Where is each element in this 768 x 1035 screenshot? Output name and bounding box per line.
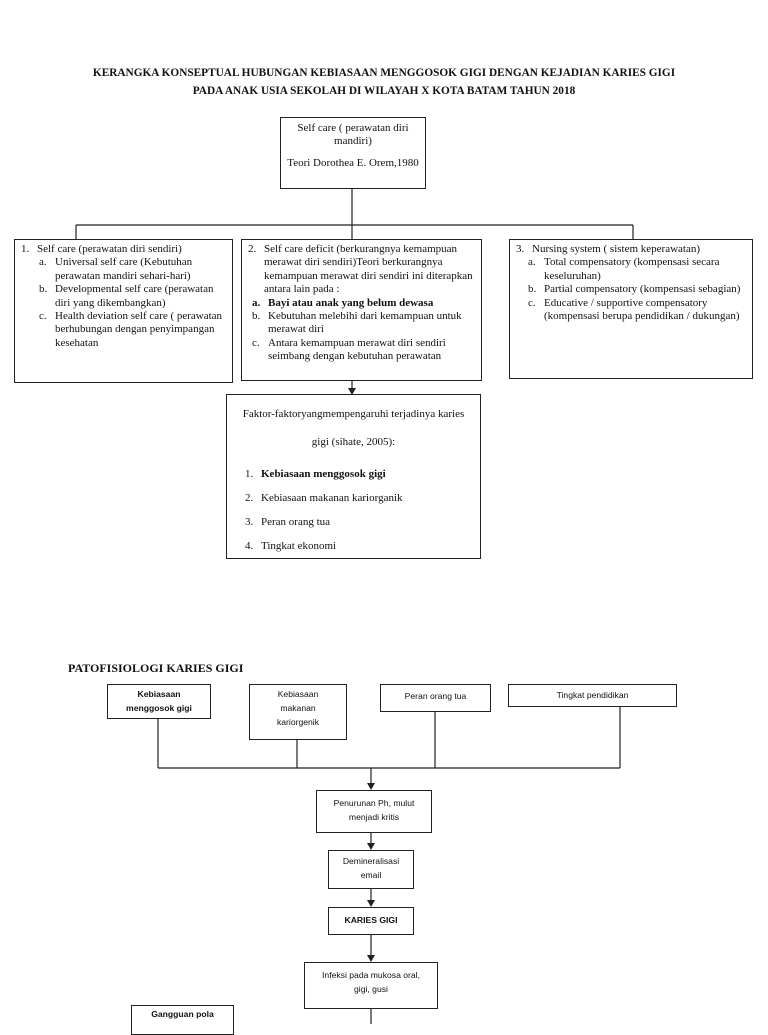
item-number: 1. bbox=[21, 243, 30, 255]
item-marker: b. bbox=[528, 283, 537, 296]
list-item: Health deviation self care ( perawatan b… bbox=[55, 310, 223, 349]
item-marker: 4. bbox=[245, 540, 254, 552]
item-marker: 1. bbox=[245, 468, 254, 480]
item-number: 2. bbox=[248, 243, 257, 255]
item-marker: a. bbox=[252, 296, 261, 309]
list-item: Peran orang tua bbox=[261, 516, 331, 528]
list-item: Universal self care (Kebutuhan perawatan… bbox=[55, 256, 193, 282]
node-peran-orang-tua: Peran orang tua bbox=[380, 684, 491, 712]
list-item: Antara kemampuan merawat diri sendiri se… bbox=[268, 336, 446, 363]
box-self-care: 1. Self care (perawatan diri sendiri) a. U… bbox=[14, 239, 233, 383]
list-item: Developmental self care (perawatan diri … bbox=[55, 283, 214, 309]
node-penurunan-ph: Penurunan Ph, mulut menjadi kritis bbox=[316, 790, 432, 833]
list-item: Kebiasaan makanan kariorganik bbox=[261, 492, 403, 504]
item-marker: a. bbox=[39, 256, 47, 269]
list-item: Total compensatory (kompensasi secara ke… bbox=[544, 256, 720, 282]
item-marker: 3. bbox=[245, 516, 254, 528]
list-item: Partial compensatory (kompensasi sebagia… bbox=[544, 283, 741, 296]
node-infeksi: Infeksi pada mukosa oral, gigi, gusi bbox=[304, 962, 438, 1009]
item-marker: c. bbox=[252, 336, 260, 349]
list-item: Educative / supportive compensatory (kom… bbox=[544, 296, 740, 323]
item-marker: b. bbox=[39, 283, 48, 296]
item-marker: b. bbox=[252, 310, 261, 323]
box-faktor-karies: Faktor-faktoryangmempengaruhi terjadinya… bbox=[226, 394, 481, 559]
list-item: Tingkat ekonomi bbox=[261, 540, 337, 552]
item-number: 3. bbox=[516, 243, 525, 255]
list-item: Bayi atau anak yang belum dewasa bbox=[268, 296, 434, 309]
doc-title-line2: PADA ANAK USIA SEKOLAH DI WILAYAH X KOTA… bbox=[192, 85, 576, 97]
node-gangguan-pola: Gangguan pola bbox=[131, 1005, 234, 1035]
section-heading-patofisiologi: PATOFISIOLOGI KARIES GIGI bbox=[68, 661, 244, 675]
box-self-care-deficit: 2. Self care deficit (berkurangnya kemamp… bbox=[241, 239, 482, 381]
box-heading: Self care deficit (berkurangnya kemampua… bbox=[264, 243, 473, 296]
item-marker: 2. bbox=[245, 492, 254, 504]
list-item: Kebutuhan melebihi dari kemampuan untuk … bbox=[268, 310, 462, 336]
node-demineralisasi: Demineralisasi email bbox=[328, 850, 414, 889]
list-item: Kebiasaan menggosok gigi bbox=[261, 468, 386, 480]
item-marker: c. bbox=[528, 296, 536, 309]
node-tingkat-pendidikan: Tingkat pendidikan bbox=[508, 684, 677, 707]
node-karies-gigi: KARIES GIGI bbox=[328, 907, 414, 935]
box-heading: Nursing system ( sistem keperawatan) bbox=[532, 243, 701, 255]
node-kebiasaan-menggosok: Kebiasaan menggosok gigi bbox=[107, 684, 211, 719]
node-kebiasaan-makanan: Kebiasaan makanan kariorgenik bbox=[249, 684, 347, 740]
box-nursing-system: 3. Nursing system ( sistem keperawatan) a… bbox=[509, 239, 753, 379]
top-concept-box: Self care ( perawatan diri mandiri) Teor… bbox=[280, 117, 426, 189]
item-marker: c. bbox=[39, 310, 47, 323]
top-box-line1: Self care ( perawatan diri mandiri) bbox=[297, 122, 409, 148]
doc-title-line1: KERANGKA KONSEPTUAL HUBUNGAN KEBIASAAN M… bbox=[92, 67, 676, 79]
box-heading: Faktor-faktoryangmempengaruhi terjadinya… bbox=[242, 408, 465, 448]
top-box-line2: Teori Dorothea E. Orem,1980 bbox=[287, 156, 419, 169]
box-heading: Self care (perawatan diri sendiri) bbox=[37, 243, 182, 255]
item-marker: a. bbox=[528, 256, 536, 269]
